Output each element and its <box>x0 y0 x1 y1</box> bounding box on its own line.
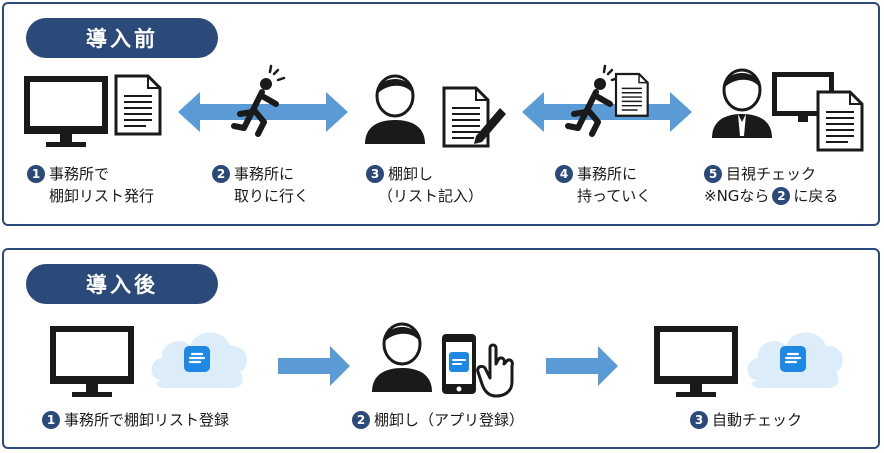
before-title: 導入前 <box>26 18 218 58</box>
cloud-icon <box>746 331 844 390</box>
cloud-icon <box>150 331 248 390</box>
after-title: 導入後 <box>26 264 218 304</box>
person-icon <box>710 68 774 140</box>
smartphone-icon <box>442 334 476 394</box>
monitor-icon <box>654 326 738 397</box>
person-icon <box>370 322 434 394</box>
monitor-icon <box>24 76 108 147</box>
arrow-right-icon <box>546 346 618 386</box>
person-icon <box>363 74 427 146</box>
double-arrow-icon <box>522 92 692 132</box>
document-icon <box>816 90 864 152</box>
monitor-icon <box>50 326 134 397</box>
pointing-hand-icon <box>476 343 514 398</box>
running-person-icon <box>568 66 618 134</box>
running-person-icon <box>234 66 284 134</box>
arrow-right-icon <box>278 346 350 386</box>
document-icon <box>114 74 162 136</box>
pen-icon <box>474 108 506 144</box>
document-icon <box>614 72 649 117</box>
